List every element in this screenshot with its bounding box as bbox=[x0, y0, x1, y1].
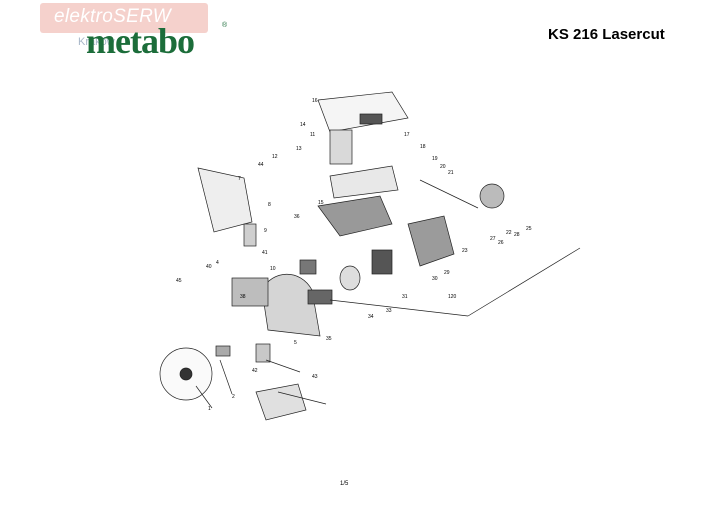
part-callout-7: 7 bbox=[238, 176, 241, 182]
part-callout-22: 22 bbox=[506, 230, 512, 236]
part-callout-19: 19 bbox=[432, 156, 438, 162]
part-callout-10: 10 bbox=[270, 266, 276, 272]
part-callout-21: 21 bbox=[448, 170, 454, 176]
part-callout-41: 41 bbox=[262, 250, 268, 256]
part-callout-44: 44 bbox=[258, 162, 264, 168]
part-callout-25: 25 bbox=[526, 226, 532, 232]
part-callout-34: 34 bbox=[368, 314, 374, 320]
part-callout-26: 26 bbox=[498, 240, 504, 246]
part-callout-38: 38 bbox=[240, 294, 246, 300]
part-callout-16: 16 bbox=[312, 98, 318, 104]
part-callout-35: 35 bbox=[326, 336, 332, 342]
part-callout-40: 40 bbox=[206, 264, 212, 270]
part-callout-14: 14 bbox=[300, 122, 306, 128]
part-callout-30: 30 bbox=[432, 276, 438, 282]
model-title: KS 216 Lasercut bbox=[548, 26, 665, 43]
part-callout-5: 5 bbox=[294, 340, 297, 346]
part-callout-11: 11 bbox=[310, 132, 315, 138]
part-callout-23: 23 bbox=[462, 248, 468, 254]
part-callout-27: 27 bbox=[490, 236, 496, 242]
part-callout-36: 36 bbox=[294, 214, 300, 220]
part-callout-1: 1 bbox=[208, 406, 211, 412]
part-callout-29: 29 bbox=[444, 270, 450, 276]
part-callout-20: 20 bbox=[440, 164, 446, 170]
part-callout-12: 12 bbox=[272, 154, 278, 160]
part-callout-31: 31 bbox=[402, 294, 408, 300]
part-callout-15: 15 bbox=[318, 200, 324, 206]
brand-logo: metabo bbox=[86, 21, 195, 61]
watermark-badge bbox=[40, 3, 208, 33]
page-number: 1/5 bbox=[340, 481, 349, 487]
part-callout-43: 43 bbox=[312, 374, 318, 380]
part-callout-120: 120 bbox=[448, 294, 457, 300]
watermark-text: elektroSERW bbox=[54, 6, 171, 27]
part-callout-13: 13 bbox=[296, 146, 302, 152]
part-callout-45: 45 bbox=[176, 278, 182, 284]
part-callout-33: 33 bbox=[386, 308, 392, 314]
part-callout-28: 28 bbox=[514, 232, 520, 238]
watermark-subtext: Kraków bbox=[78, 36, 115, 48]
part-callout-4: 4 bbox=[216, 260, 219, 266]
part-callout-42: 42 bbox=[252, 368, 258, 374]
part-callout-2: 2 bbox=[232, 394, 235, 400]
registered-mark: ® bbox=[222, 22, 228, 29]
part-callout-8: 8 bbox=[268, 202, 271, 208]
part-callout-9: 9 bbox=[264, 228, 267, 234]
part-callout-18: 18 bbox=[420, 144, 426, 150]
part-callout-17: 17 bbox=[404, 132, 410, 138]
